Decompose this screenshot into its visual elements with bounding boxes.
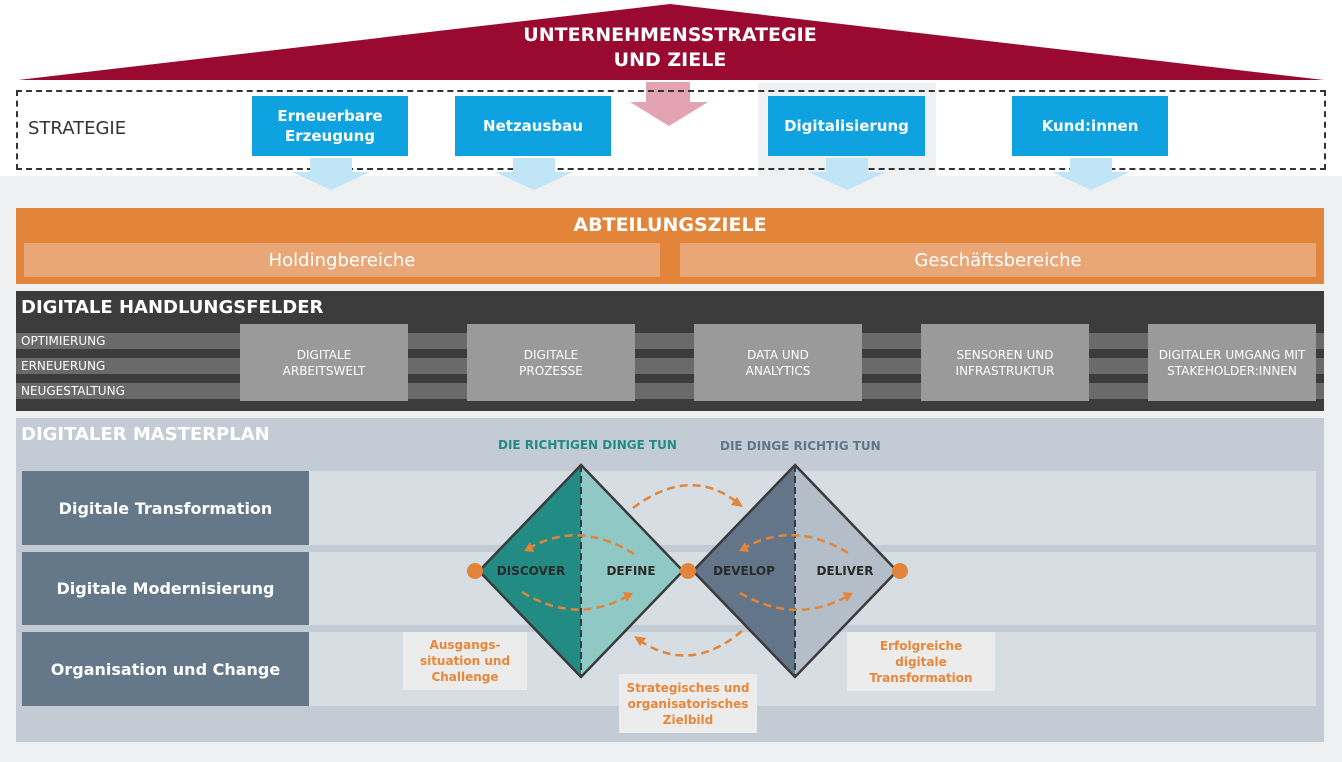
arrowhead-left-top [524,542,534,552]
strategy-box-erneuerbare-line1: Erneuerbare [277,107,383,125]
cycle-left-bottom [521,590,629,611]
abteilungsziele-title: ABTEILUNGSZIELE [573,214,767,236]
strategy-label: STRATEGIE [28,118,127,139]
header-dinge-richtig: DIE DINGE RICHTIG TUN [720,439,881,453]
handlungsfelder-title: DIGITALE HANDLUNGSFELDER [21,297,324,318]
note-ausgangssituation-line3: Challenge [431,670,499,684]
row-label-digitale-modernisierung: Digitale Modernisierung [22,552,309,625]
row-label-organisation-change: Organisation und Change [22,632,309,706]
strategy-box-digitalisierung-label: Digitalisierung [784,117,909,135]
level-label-optimierung: OPTIMIERUNG [21,334,106,348]
field-digitale-prozesse-line2: PROZESSE [519,363,583,378]
discover-half [479,465,581,677]
note-erfolgreiche-line3: Transformation [869,670,973,685]
field-data-analytics-line1: DATA UND [747,347,809,362]
strategy-box-netzausbau-label: Netzausbau [483,117,583,135]
cycle-right-top [743,533,849,555]
arrowhead-right-top [739,542,749,552]
field-digitale-prozesse-line1: DIGITALE [523,347,579,362]
note-erfolgreiche-line2: digitale [895,654,947,669]
field-data-analytics: DATA UND ANALYTICS [694,324,862,401]
field-stakeholder: DIGITALER UMGANG MIT STAKEHOLDER:INNEN [1148,324,1316,401]
arrowhead-right-bottom [843,592,853,602]
start-dot [467,563,483,579]
header-richtigen-dinge: DIE RICHTIGEN DINGE TUN [498,438,677,452]
field-stakeholder-line1: DIGITALER UMGANG MIT [1158,347,1306,362]
field-stakeholder-line2: STAKEHOLDER:INNEN [1167,363,1297,378]
develop-half [693,465,795,677]
loop-bottom-arrow [638,630,743,657]
roof-title-line2: UND ZIELE [613,49,727,71]
note-zielbild-line3: Zielbild [662,712,714,727]
strategy-box-kundinnen: Kund:innen [1012,96,1168,156]
note-zielbild: Strategisches und organisatorisches Ziel… [619,674,757,733]
field-sensoren-infrastruktur-line1: SENSOREN UND [956,347,1054,362]
strategy-box-erneuerbare: Erneuerbare Erzeugung [252,96,408,156]
down-arrow-blue-1 [292,158,370,190]
field-data-analytics-line2: ANALYTICS [745,363,811,378]
phase-deliver: DELIVER [816,564,874,578]
note-ausgangssituation-line2: situation und [419,654,511,668]
note-zielbild-line1: Strategisches und [626,680,750,695]
down-arrow-blue-2 [495,158,573,190]
roof [18,4,1324,80]
field-sensoren-infrastruktur-line2: INFRASTRUKTUR [955,363,1055,378]
field-sensoren-infrastruktur: SENSOREN UND INFRASTRUKTUR [921,324,1089,401]
note-ausgangssituation-line1: Ausgangs- [429,638,501,652]
cycle-left-top [528,534,635,556]
field-digitale-prozesse: DIGITALE PROZESSE [467,324,635,401]
cycle-right-bottom [739,591,849,612]
loop-top-arrow [632,484,739,509]
field-digitale-arbeitswelt-line1: DIGITALE [296,347,352,362]
strategy-row [16,90,1326,170]
strategy-box-kundinnen-label: Kund:innen [1041,117,1139,135]
define-half [581,465,683,677]
note-ausgangssituation: Ausgangs- situation und Challenge [403,632,527,690]
end-dot [892,563,908,579]
row-label-digitale-transformation: Digitale Transformation [22,471,309,545]
strategy-box-netzausbau: Netzausbau [455,96,611,156]
down-arrow-blue-4 [1052,158,1130,190]
field-digitale-arbeitswelt: DIGITALE ARBEITSWELT [240,324,408,401]
level-label-erneuerung: ERNEUERUNG [21,359,106,373]
down-arrow-pink [630,82,708,126]
note-erfolgreiche-line1: Erfolgreiche [879,638,963,653]
phase-define: DEFINE [606,564,656,578]
deliver-half [795,465,897,677]
phase-develop: DEVELOP [713,564,775,578]
geschaeftsbereiche-box: Geschäftsbereiche [680,243,1316,277]
arrowhead-top [731,497,743,507]
field-digitale-arbeitswelt-line2: ARBEITSWELT [282,363,366,378]
middle-dot [680,563,696,579]
phase-discover: DISCOVER [496,564,566,578]
roof-title: UNTERNEHMENSSTRATEGIE UND ZIELE [470,22,870,74]
strategy-box-erneuerbare-line2: Erzeugung [284,127,376,145]
note-erfolgreiche-transformation: Erfolgreiche digitale Transformation [847,632,995,691]
note-zielbild-line2: organisatorisches [627,696,749,711]
holdingbereiche-box: Holdingbereiche [24,243,660,277]
arrowhead-bottom [634,636,646,646]
arrowhead-left-bottom [623,592,633,602]
strategy-box-digitalisierung: Digitalisierung [768,96,925,156]
roof-title-line1: UNTERNEHMENSSTRATEGIE [523,24,817,46]
down-arrow-blue-3 [808,158,886,190]
masterplan-title: DIGITALER MASTERPLAN [21,424,270,445]
level-label-neugestaltung: NEUGESTALTUNG [21,384,125,398]
